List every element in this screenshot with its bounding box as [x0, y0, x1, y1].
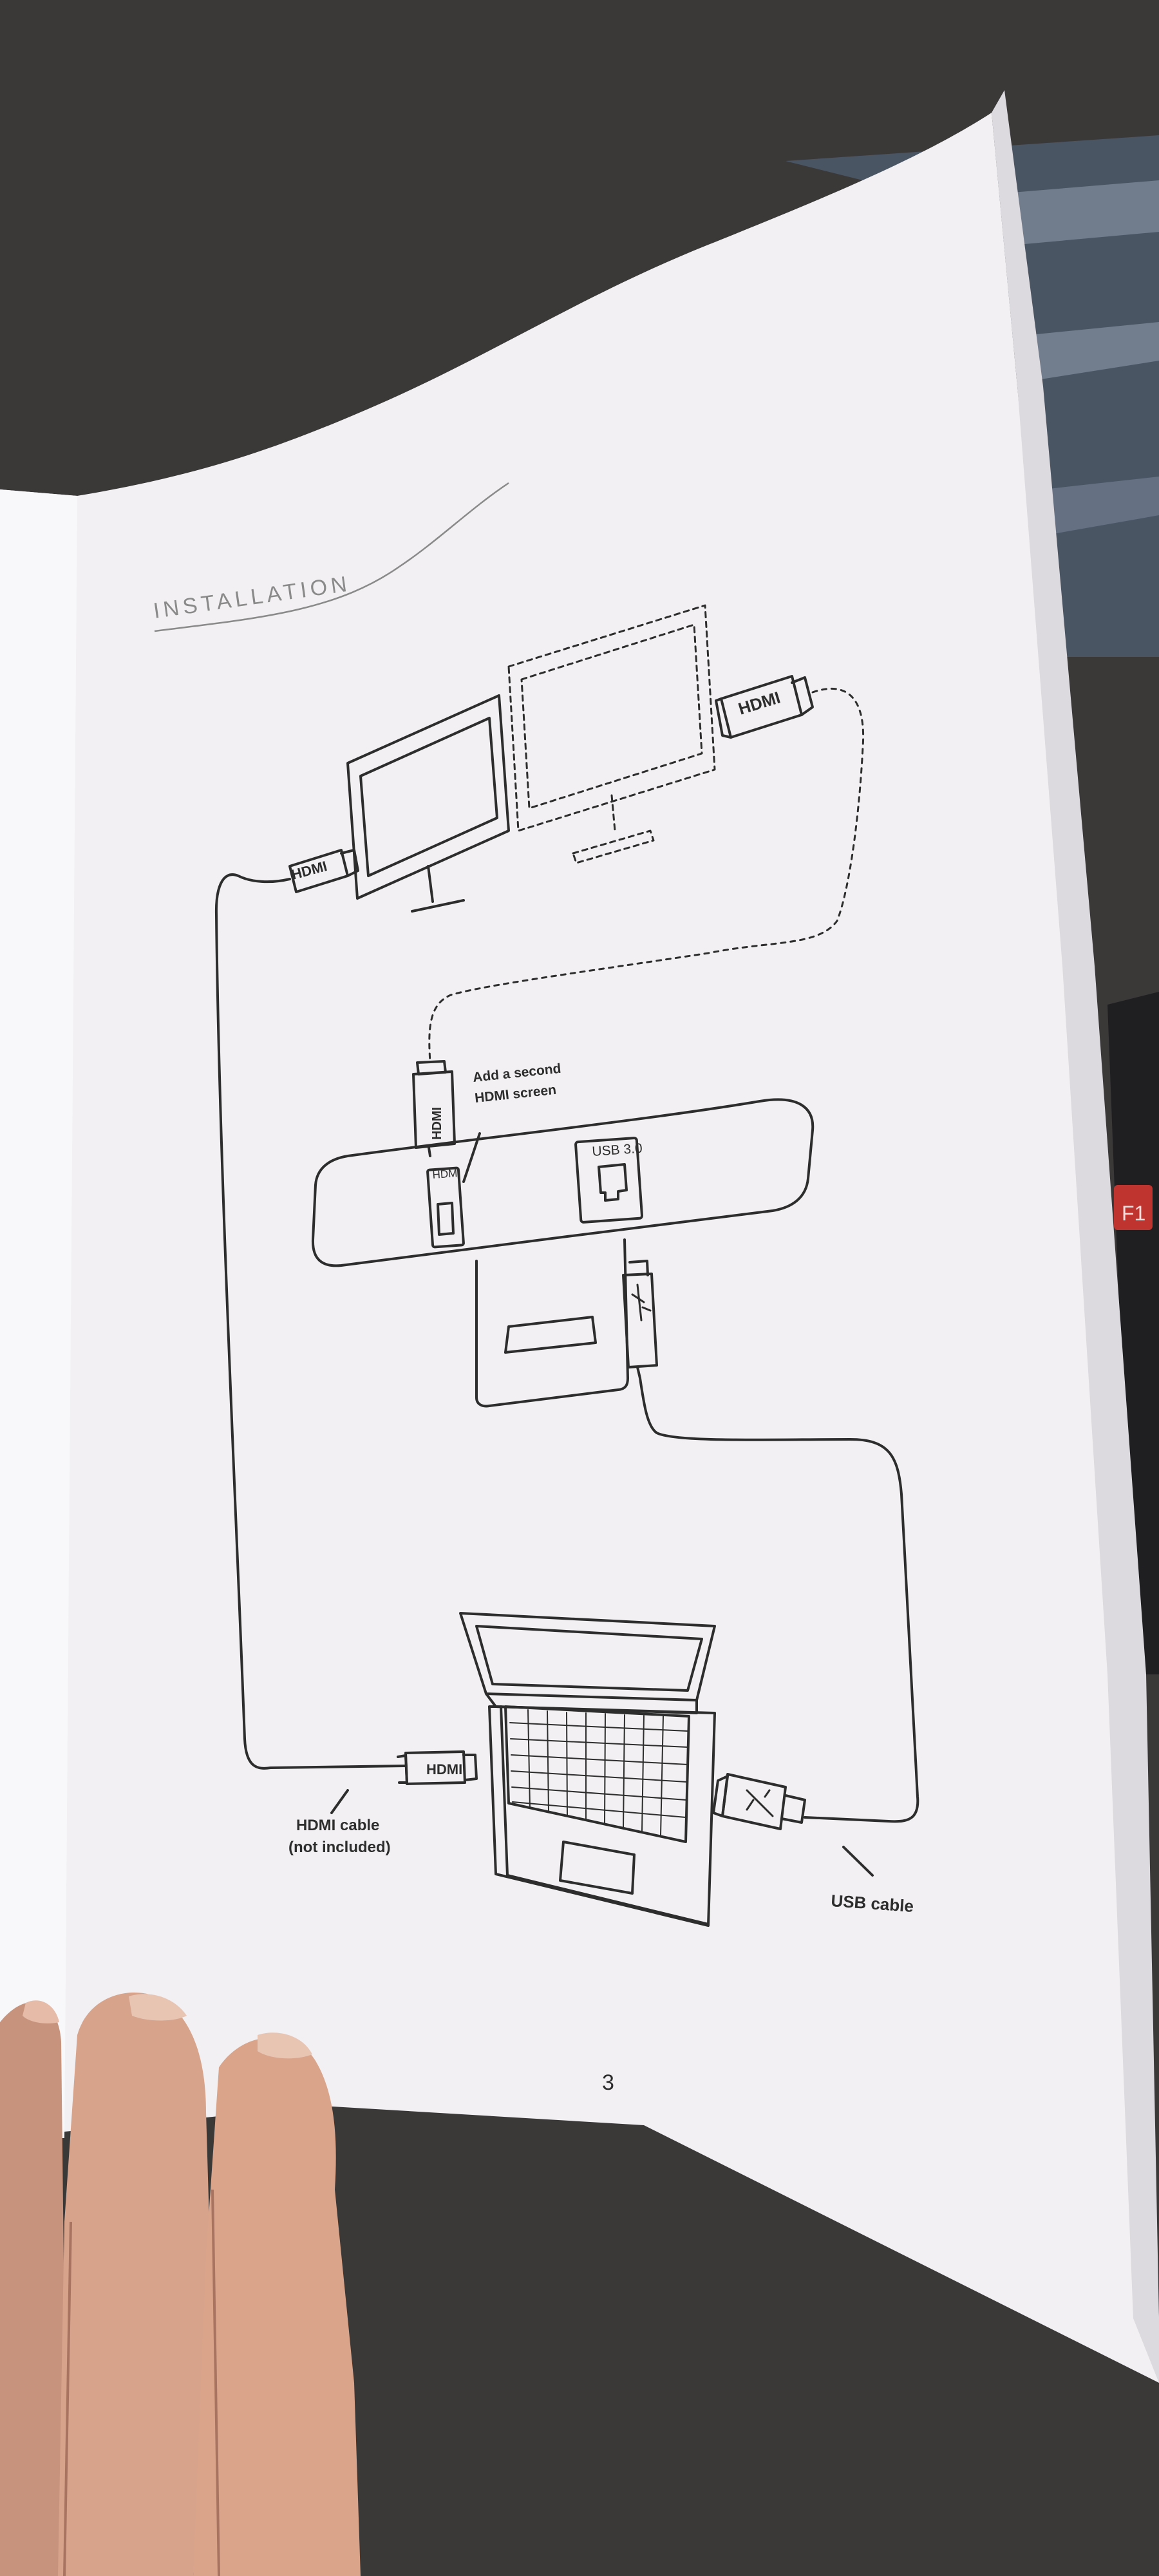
laptop-icon — [459, 1612, 716, 1927]
hdmi-port-icon — [426, 1166, 465, 1249]
hdmi-cable-pointer — [330, 1789, 349, 1814]
usb-dock-symbol — [631, 1283, 652, 1321]
hand — [0, 1993, 361, 2576]
second-monitor-icon — [507, 604, 716, 864]
annotation-line — [462, 1132, 481, 1183]
usb-icon — [746, 1789, 774, 1817]
usb-cable — [639, 1377, 919, 1823]
hdmi-cable — [214, 873, 407, 1770]
dock-hdmi-port-label: HDMI — [432, 1167, 461, 1181]
usb-port-icon — [574, 1137, 644, 1224]
hdmi-cable-label: HDMI cable — [296, 1817, 379, 1834]
hdmi-cable-note: (not included) — [288, 1839, 391, 1856]
laptop-keys — [509, 1709, 688, 1836]
keyboard-edge — [1107, 992, 1159, 1674]
dock-icon — [311, 1098, 815, 1408]
page-number: 3 — [602, 2070, 614, 2095]
monitor-hdmi-plug — [288, 849, 359, 893]
dock-usb-port-label: USB 3.0 — [592, 1141, 643, 1159]
second-screen-dashed-cable — [428, 688, 865, 1064]
laptop-usb-plug — [712, 1773, 806, 1830]
usb-cable-pointer — [842, 1846, 874, 1877]
laptop-hdmi-label: HDMI — [426, 1761, 462, 1777]
f1-key — [1114, 1185, 1153, 1230]
plastic-bag — [786, 135, 1159, 657]
usb-dock-plug — [622, 1260, 658, 1379]
dock-side-hdmi-plug — [412, 1060, 456, 1157]
second-monitor-hdmi-plug — [715, 675, 814, 739]
laptop-hdmi-plug — [397, 1750, 478, 1785]
dock-side-hdmi-label: HDMI — [430, 1107, 444, 1140]
svg-text:F1: F1 — [1122, 1202, 1145, 1225]
heading-underline — [154, 482, 509, 632]
paper-sheet — [0, 113, 1159, 2383]
